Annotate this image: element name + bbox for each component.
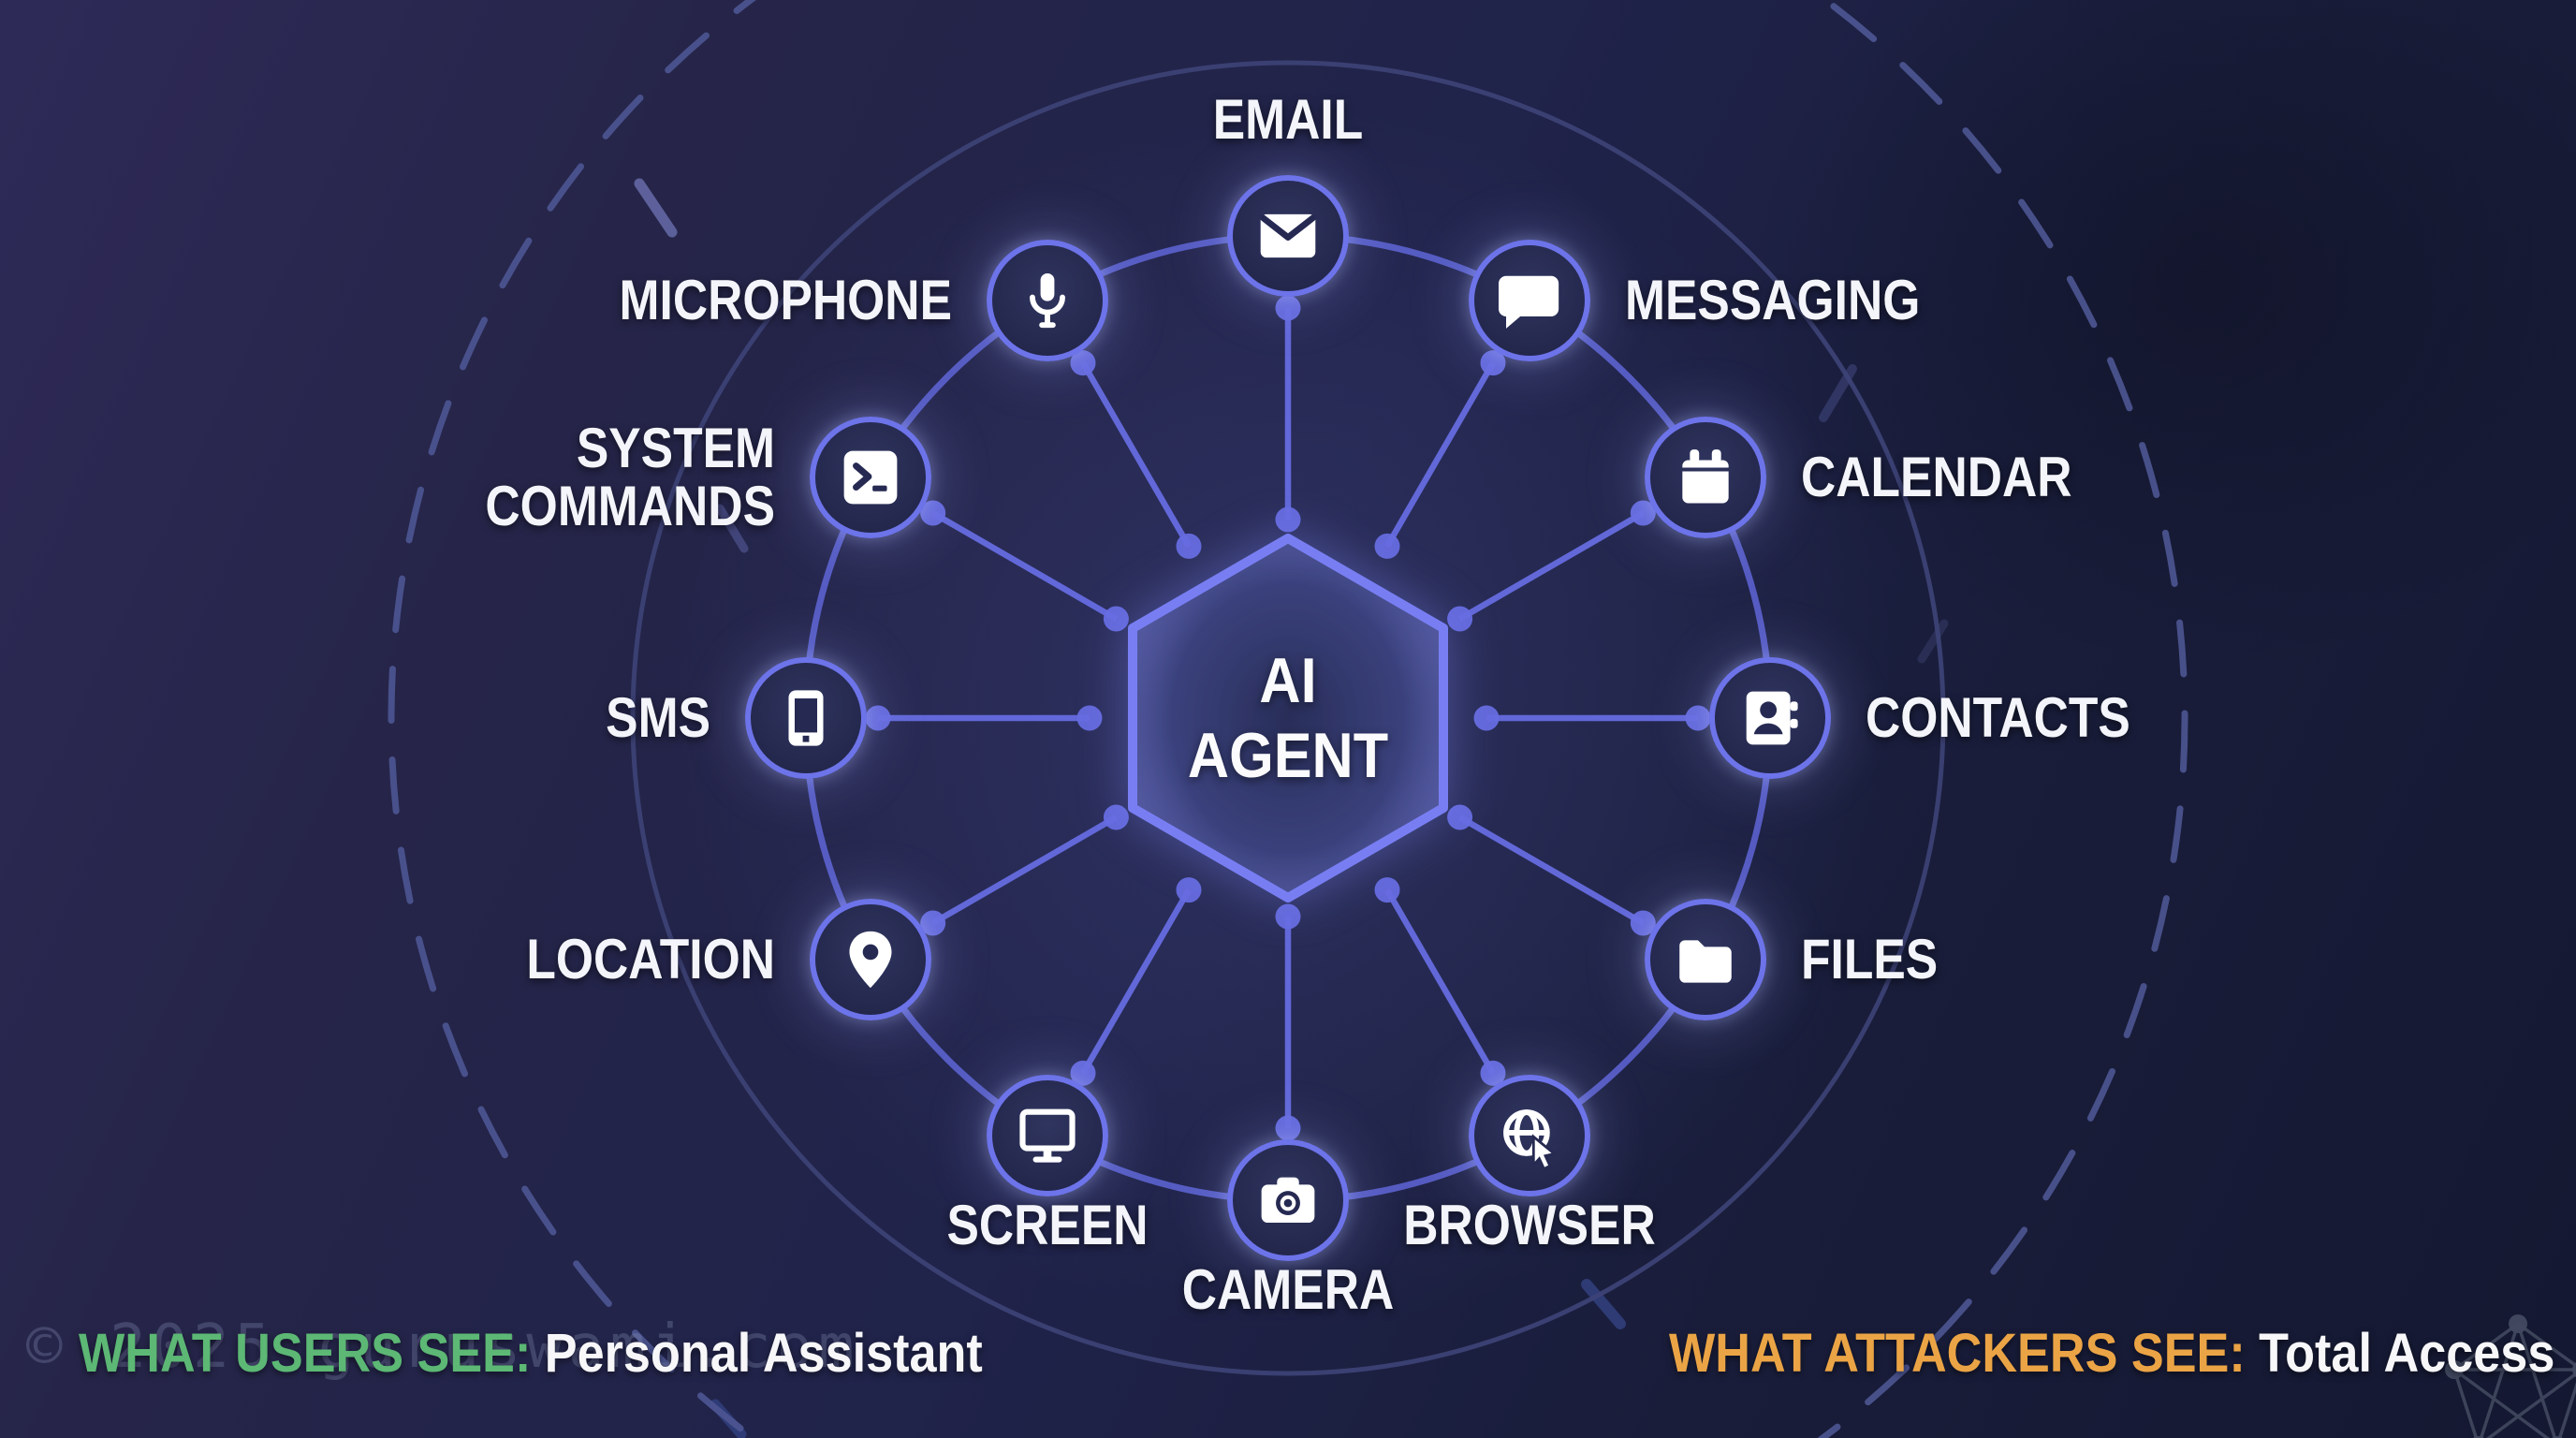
caption-attackers-prefix: WHAT ATTACKERS SEE: xyxy=(1669,1323,2246,1384)
node-label-sms: SMS xyxy=(606,686,710,749)
node-label-messaging: MESSAGING xyxy=(1624,268,1920,331)
messaging-icon xyxy=(1498,275,1559,329)
node-screen xyxy=(986,1075,1108,1196)
node-label-calendar: CALENDAR xyxy=(1801,445,2072,508)
node-label-email: EMAIL xyxy=(1212,88,1364,151)
microphone-icon xyxy=(1029,273,1065,329)
node-email xyxy=(1227,175,1349,297)
spokes xyxy=(865,295,1711,1141)
node-contacts xyxy=(1709,657,1831,779)
contacts-icon xyxy=(1746,691,1798,745)
watermark: © 2025 guruswami.com xyxy=(26,1313,860,1382)
node-label-screen: SCREEN xyxy=(945,1194,1149,1256)
files-icon xyxy=(1679,939,1732,983)
node-location xyxy=(809,898,931,1020)
node-label-contacts: CONTACTS xyxy=(1866,686,2130,749)
outer-dashed-ring xyxy=(388,0,2188,1438)
node-label-files: FILES xyxy=(1801,927,1939,990)
node-system-commands xyxy=(809,416,931,538)
terminal-icon xyxy=(843,450,898,504)
browser-icon xyxy=(1502,1109,1558,1170)
camera-icon xyxy=(1261,1177,1315,1224)
calendar-icon xyxy=(1682,448,1729,503)
node-label-microphone: MICROPHONE xyxy=(619,268,952,331)
node-messaging xyxy=(1468,239,1590,361)
caption-attackers: WHAT ATTACKERS SEE:Total Access xyxy=(1669,1322,2554,1385)
node-calendar xyxy=(1645,416,1766,538)
screen-icon xyxy=(1018,1108,1076,1163)
sms-icon xyxy=(788,690,824,746)
middle-ring xyxy=(630,60,1946,1376)
ai-agent-hexagon xyxy=(1128,534,1448,902)
node-label-location: LOCATION xyxy=(526,927,775,990)
node-camera xyxy=(1227,1139,1349,1261)
email-icon xyxy=(1260,213,1316,258)
location-icon xyxy=(849,931,892,988)
node-files xyxy=(1645,898,1766,1020)
caption-users-value: Personal Assistant xyxy=(544,1323,983,1384)
caption-attackers-value: Total Access xyxy=(2259,1323,2555,1384)
caption-users: WHAT USERS SEE:Personal Assistant xyxy=(79,1322,983,1385)
node-label-browser: BROWSER xyxy=(1402,1194,1656,1256)
node-browser xyxy=(1468,1075,1590,1196)
node-microphone xyxy=(986,239,1108,361)
caption-users-prefix: WHAT USERS SEE: xyxy=(79,1323,532,1384)
node-label-system-commands: SYSTEM COMMANDS xyxy=(485,416,775,537)
node-label-camera: CAMERA xyxy=(1181,1258,1395,1321)
node-sms xyxy=(745,657,867,779)
